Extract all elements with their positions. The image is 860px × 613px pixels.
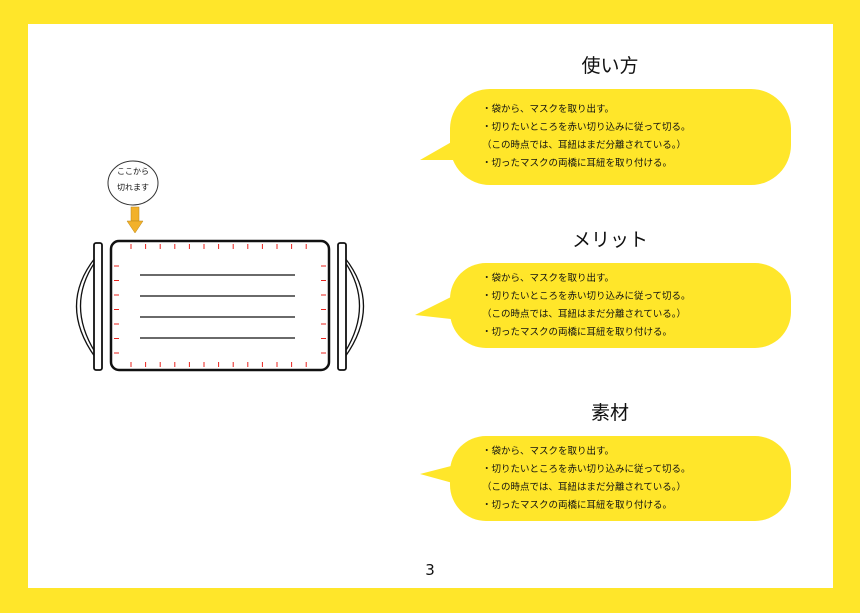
text-line: （この時点では、耳紐はまだ分離されている。） — [482, 309, 686, 320]
pleat-lines — [140, 274, 295, 339]
callout-line: ここから — [117, 167, 149, 176]
text-line: ・切ったマスクの両橋に耳紐を取り付ける。 — [482, 158, 673, 169]
speech-bubble-merit — [415, 263, 791, 348]
callout-bubble — [107, 160, 159, 206]
heading-merit: メリット — [571, 229, 648, 251]
heading-material: 素材 — [590, 402, 629, 424]
material-text: ・袋から、マスクを取り出す。 ・切りたいところを赤い切り込みに従って切る。 （こ… — [482, 443, 691, 515]
text-line: （この時点では、耳紐はまだ分離されている。） — [482, 482, 686, 493]
speech-bubble-material — [420, 436, 791, 521]
mask-body — [109, 239, 331, 372]
text-line: ・切りたいところを赤い切り込みに従って切る。 — [482, 464, 691, 475]
text-line: ・袋から、マスクを取り出す。 — [482, 446, 615, 457]
mask-illustration — [76, 239, 364, 372]
text-line: ・切りたいところを赤い切り込みに従って切る。 — [482, 291, 691, 302]
callout-text: ここから 切れます — [108, 164, 158, 196]
heading-usage: 使い方 — [581, 55, 639, 77]
left-ear-band — [93, 242, 103, 371]
text-line: ・切りたいところを赤い切り込みに従って切る。 — [482, 122, 691, 133]
text-line: ・切ったマスクの両橋に耳紐を取り付ける。 — [482, 327, 673, 338]
usage-text: ・袋から、マスクを取り出す。 ・切りたいところを赤い切り込みに従って切る。 （こ… — [482, 101, 691, 173]
text-line: ・袋から、マスクを取り出す。 — [482, 273, 615, 284]
speech-bubble-usage — [420, 89, 791, 185]
page-number: 3 — [425, 561, 435, 579]
callout-line: 切れます — [117, 183, 149, 192]
left-ear-loop — [76, 257, 96, 358]
right-ear-loop — [344, 257, 364, 358]
text-line: ・袋から、マスクを取り出す。 — [482, 104, 615, 115]
cut-marks — [114, 244, 326, 367]
text-line: ・切ったマスクの両橋に耳紐を取り付ける。 — [482, 500, 673, 511]
right-ear-band — [337, 242, 347, 371]
down-arrow-icon — [126, 206, 144, 234]
merit-text: ・袋から、マスクを取り出す。 ・切りたいところを赤い切り込みに従って切る。 （こ… — [482, 270, 691, 342]
text-line: （この時点では、耳紐はまだ分離されている。） — [482, 140, 686, 151]
